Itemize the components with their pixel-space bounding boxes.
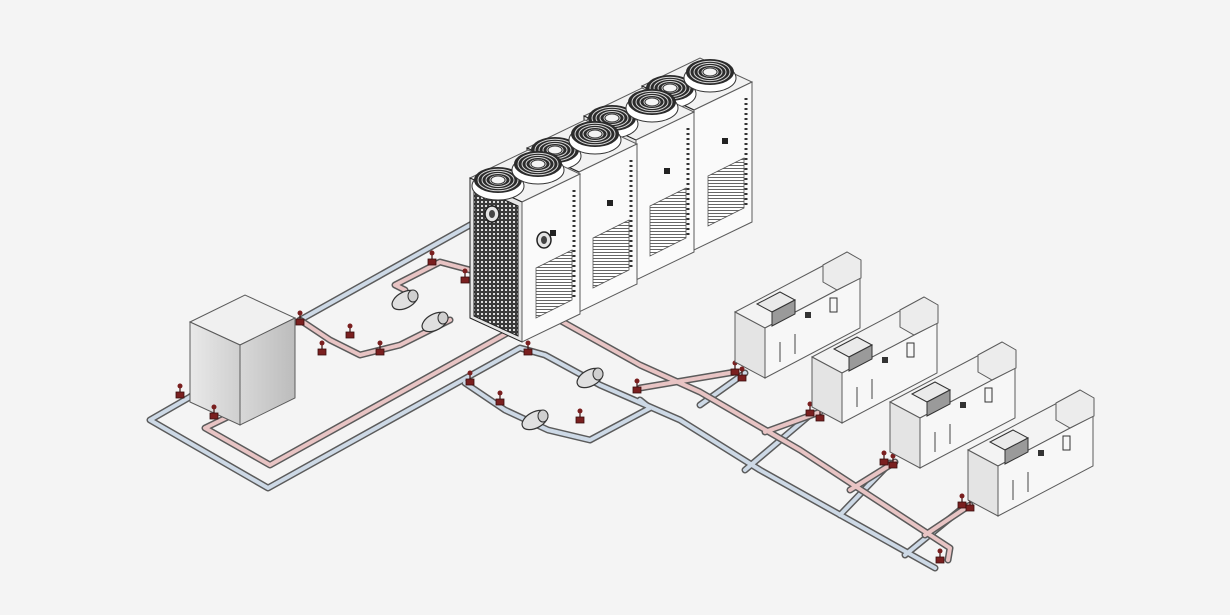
piping-network xyxy=(146,211,974,572)
supply-pipes xyxy=(201,236,974,564)
terminal-unit-4 xyxy=(966,389,1095,517)
chiller-connection-icon xyxy=(484,205,500,223)
valve-icon xyxy=(209,404,219,420)
chiller-connection-icon xyxy=(536,231,552,249)
valve-icon xyxy=(465,370,475,386)
valve-icon xyxy=(523,340,533,356)
fan-icon xyxy=(625,89,679,123)
primary-pump-1 xyxy=(391,289,419,311)
chiller-bank xyxy=(468,57,754,343)
control-panel-icon xyxy=(664,168,670,174)
terminal-unit-2 xyxy=(810,296,939,424)
control-panel-icon xyxy=(550,230,556,236)
valve-icon xyxy=(427,250,437,266)
fan-icon xyxy=(511,151,565,185)
valve-icon xyxy=(575,408,585,424)
valve-icon xyxy=(295,310,305,326)
chiller-1 xyxy=(468,149,582,343)
gauge-icon xyxy=(1038,450,1044,456)
gauge-icon xyxy=(960,402,966,408)
valve-icon xyxy=(375,340,385,356)
gauge-icon xyxy=(805,312,811,318)
terminal-unit-3 xyxy=(888,341,1017,469)
valve-icon xyxy=(317,340,327,356)
terminal-unit-1 xyxy=(733,251,862,379)
valve-icon xyxy=(632,378,642,394)
primary-pump-2 xyxy=(421,311,449,333)
valve-icon xyxy=(957,493,967,509)
control-panel-icon xyxy=(607,200,613,206)
valve-icon xyxy=(345,323,355,339)
valve-icon xyxy=(935,548,945,564)
valve-icon xyxy=(879,450,889,466)
valve-icon xyxy=(175,383,185,399)
fan-icon xyxy=(683,59,737,93)
secondary-pump-2 xyxy=(521,409,549,431)
valve-icon xyxy=(805,401,815,417)
secondary-pump-1 xyxy=(576,367,604,389)
fan-icon xyxy=(471,167,525,201)
valve-icon xyxy=(495,390,505,406)
buffer-tank xyxy=(188,294,297,426)
fan-icon xyxy=(568,121,622,155)
terminal-units xyxy=(733,251,1095,517)
gauge-icon xyxy=(882,357,888,363)
valve-icon xyxy=(737,366,747,382)
valve-icon xyxy=(460,268,470,284)
control-panel-icon xyxy=(722,138,728,144)
pumps xyxy=(391,289,604,431)
